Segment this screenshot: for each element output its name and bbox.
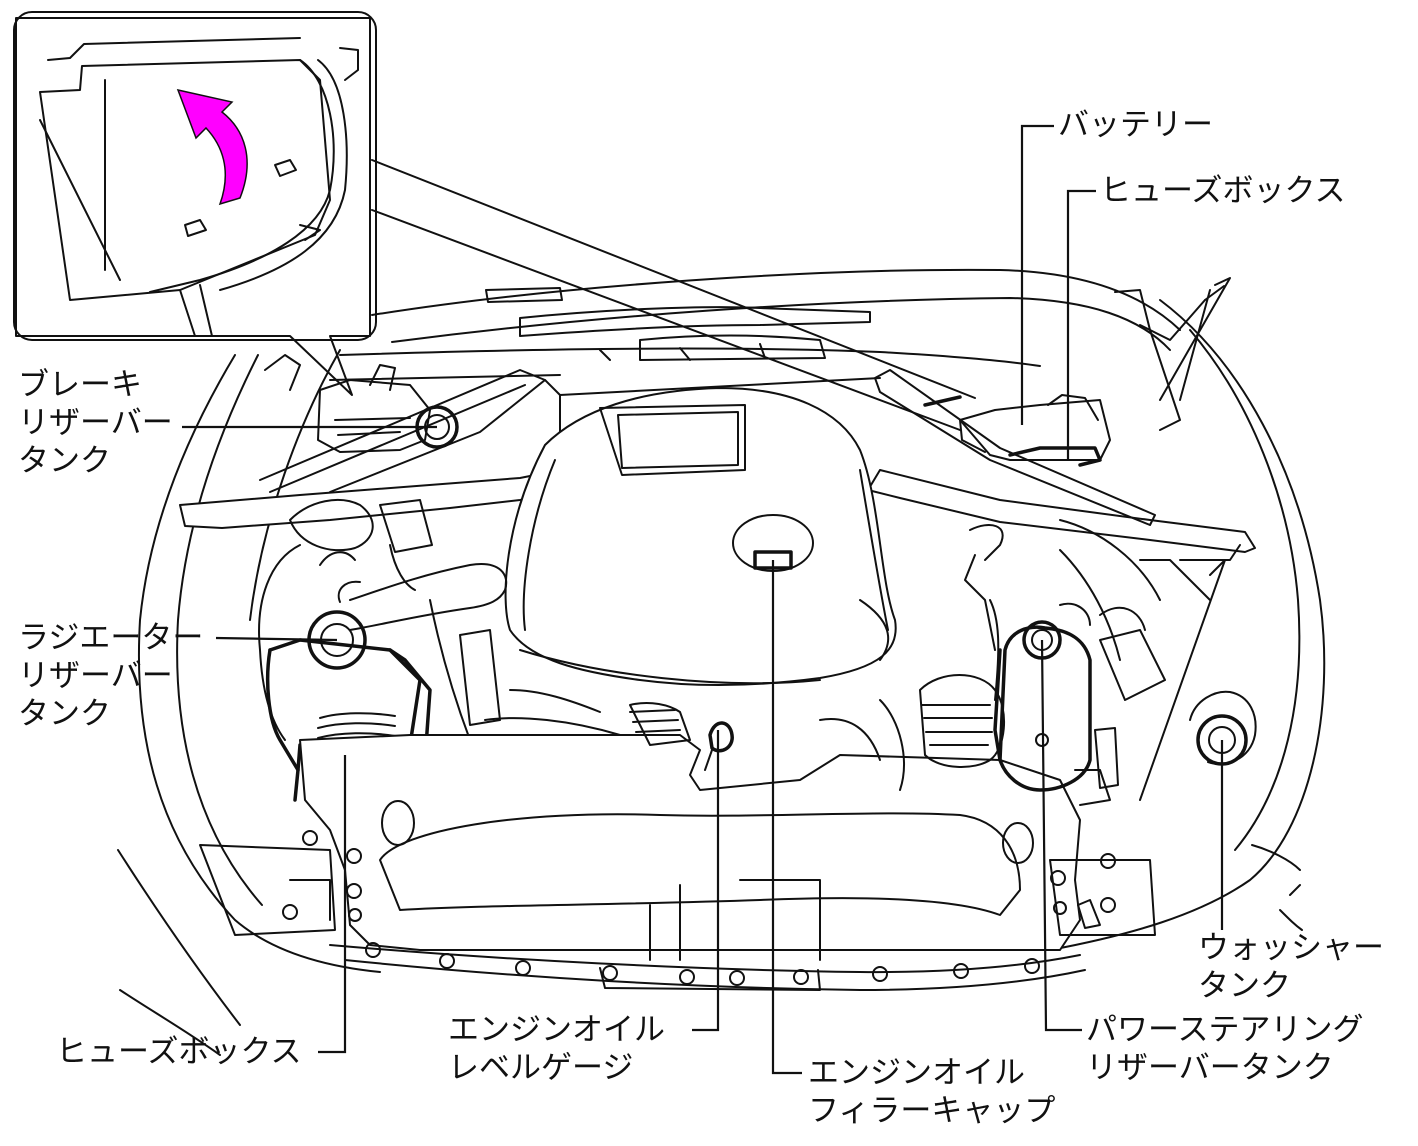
power-steering-reservoir-label: パワーステアリング リザーバータンク: [1086, 1012, 1364, 1086]
washer-tank-label: ウォッシャー タンク: [1198, 930, 1384, 1004]
battery-area: [923, 394, 1111, 467]
dipstick-handle: [704, 721, 734, 771]
leader-lines: [182, 124, 1224, 1075]
oil-filler-cap-label: エンジンオイル フィラーキャップ: [808, 1055, 1056, 1129]
inset-detail: [13, 11, 377, 396]
fuse-box-bottom-label: ヒューズボックス: [56, 1034, 302, 1070]
cowl: [329, 287, 1041, 381]
lift-arrow-icon: [176, 88, 248, 206]
brake-reservoir-label: ブレーキ リザーバー タンク: [18, 367, 173, 479]
fuse-box-top-label: ヒューズボックス: [1100, 173, 1346, 209]
oil-dipstick-label: エンジンオイル レベルゲージ: [448, 1012, 665, 1086]
radiator-support: [199, 734, 1156, 991]
battery-label: バッテリー: [1058, 107, 1213, 143]
engine-cover: [504, 387, 897, 687]
strut-brace: [179, 369, 1256, 553]
radiator-reservoir-label: ラジエーター リザーバー タンク: [18, 620, 204, 732]
body-outline: [117, 268, 1326, 1056]
